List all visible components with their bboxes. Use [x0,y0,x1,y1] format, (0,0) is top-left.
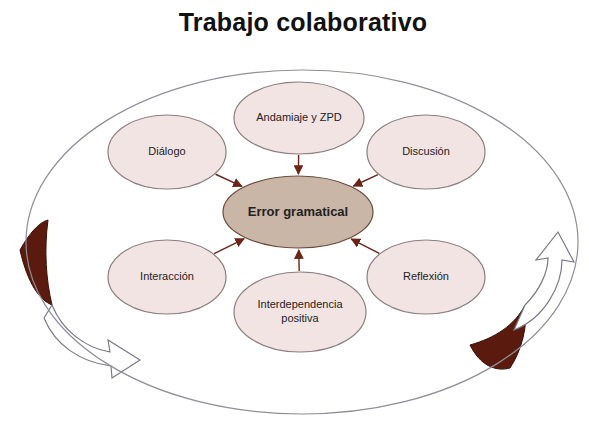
concept-circle: Interdependencia positiva [233,271,367,353]
concept-circle-shape [234,82,364,154]
arrow-connector [298,155,300,174]
brown-swoosh [20,220,52,305]
concept-label: Interacción [107,270,227,284]
arrow-connector [216,174,242,186]
arrow-connector [353,175,377,186]
center-ellipse: Error gramatical [222,175,374,249]
arrow-connector [351,239,379,253]
concept-circle: Diálogo [107,114,227,190]
concept-circle-shape [367,240,485,314]
concept-circle: Andamiaje y ZPD [233,81,365,155]
concept-label: Discusión [366,145,486,159]
concept-circle-shape [234,272,366,352]
concept-label: Error gramatical [222,204,374,220]
outline-arrow [44,305,140,378]
concept-circle-shape [108,115,226,189]
collaborative-frame: Trabajo colaborativoAndamiaje y ZPD Diálo… [22,4,584,418]
concept-circle: Interacción [107,239,227,315]
concept-circle: Discusión [366,114,486,190]
frame-shape [26,70,578,414]
concept-label: Reflexión [366,270,486,284]
arrow-connector [298,250,300,271]
concept-circle-shape [108,240,226,314]
outline-arrow [514,232,574,330]
concept-circle-shape [367,115,485,189]
concept-label: Diálogo [107,145,227,159]
frame-title: Trabajo colaborativo [22,8,584,37]
concept-label: Andamiaje y ZPD [233,111,365,125]
arrow-connector [214,239,244,254]
center-ellipse-shape [223,176,373,248]
brown-swoosh [470,305,526,369]
concept-label: Interdependencia positiva [233,298,367,326]
concept-circle: Reflexión [366,239,486,315]
